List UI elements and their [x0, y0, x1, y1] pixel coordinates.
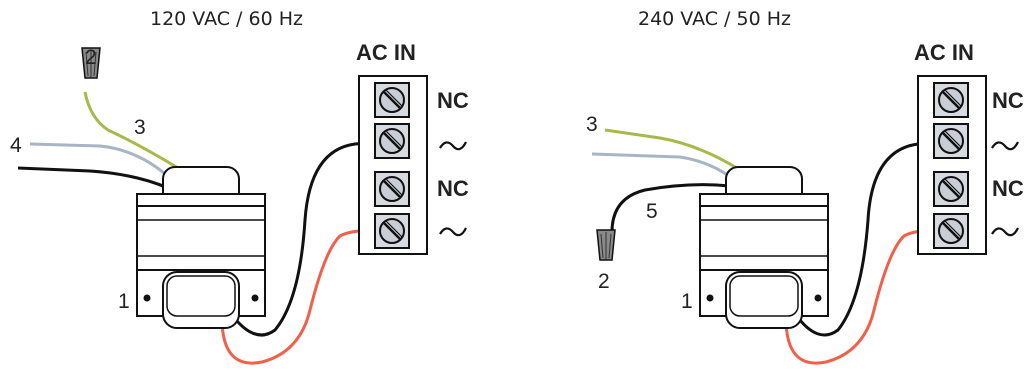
right-transformer-icon	[699, 166, 829, 329]
right-black-loop	[794, 140, 941, 337]
right-gray-lead	[591, 152, 735, 182]
left-transformer-icon	[136, 166, 266, 329]
right-wire-nut-icon	[596, 229, 616, 261]
right-yellow-lead	[604, 128, 741, 172]
left-label-nc-1: NC	[437, 88, 469, 113]
left-screw-2	[373, 122, 411, 160]
left-header: 120 VAC / 60 Hz	[150, 8, 303, 30]
right-diagram: 240 VAC / 50 Hz AC IN NC NC 3 5 2 1	[586, 8, 1024, 365]
left-callout-2: 2	[85, 46, 97, 69]
right-callout-1: 1	[681, 290, 693, 313]
right-screw-4	[932, 212, 970, 250]
right-screw-1	[932, 81, 970, 119]
left-ac-in-title: AC IN	[356, 40, 416, 65]
right-screw-2	[932, 122, 970, 160]
right-screw-3	[932, 170, 970, 208]
right-label-nc-1: NC	[992, 88, 1024, 113]
left-callout-4: 4	[10, 134, 22, 157]
right-tilde-symbol-1	[990, 140, 1020, 151]
right-callout-3: 3	[586, 113, 598, 136]
left-yellow-lead	[83, 91, 179, 170]
left-tilde-symbol-1	[438, 140, 468, 151]
right-red-loop	[784, 228, 941, 365]
right-label-nc-2: NC	[992, 176, 1024, 201]
left-tilde-symbol-2	[438, 226, 468, 237]
right-callout-2: 2	[598, 270, 610, 293]
right-tilde-symbol-2	[990, 226, 1020, 237]
left-black-lead	[17, 166, 169, 190]
left-diagram: 120 VAC / 60 Hz AC IN NC NC 2 3 4 1	[10, 8, 469, 365]
right-header: 240 VAC / 50 Hz	[638, 8, 791, 30]
left-label-nc-2: NC	[437, 176, 469, 201]
left-red-loop	[220, 228, 381, 365]
left-screw-1	[373, 81, 411, 119]
right-ac-in-title: AC IN	[914, 40, 974, 65]
right-callout-5: 5	[646, 200, 658, 223]
left-gray-lead	[29, 142, 174, 182]
left-callout-1: 1	[118, 290, 130, 313]
left-screw-4	[373, 212, 411, 250]
left-black-loop	[230, 140, 381, 337]
right-black-lead	[610, 183, 731, 233]
left-callout-3: 3	[134, 116, 146, 139]
left-screw-3	[373, 170, 411, 208]
